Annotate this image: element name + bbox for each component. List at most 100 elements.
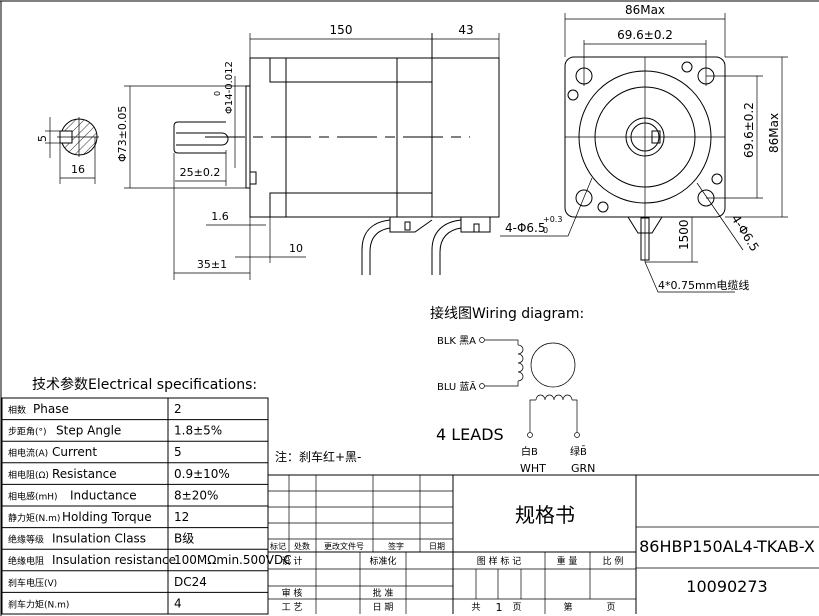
coil-b bbox=[535, 394, 573, 401]
lead-b-bar-label: 绿B̄ bbox=[570, 445, 587, 458]
review-label: 审 核 bbox=[282, 587, 303, 599]
spec-value: 0.9±10% bbox=[174, 467, 230, 481]
shaft-section: 5 16 bbox=[36, 117, 99, 184]
spec-value: 4 bbox=[174, 596, 182, 610]
spec-label-cn: 绝缘电阻 bbox=[8, 555, 44, 567]
spec-label-cn: 相电流(A) bbox=[8, 447, 48, 459]
mount-hole bbox=[575, 189, 593, 207]
screw bbox=[597, 201, 609, 213]
spec-label-en: Holding Torque bbox=[62, 510, 152, 524]
body-step-bottom bbox=[269, 192, 432, 217]
page-label: 页 bbox=[512, 602, 521, 613]
spec-title: 技术参数Electrical specifications: bbox=[32, 376, 257, 393]
dim-shaft-diameter: Φ14-0.012 bbox=[224, 61, 235, 114]
dim-brake-length: 43 bbox=[458, 23, 473, 37]
spec-label-en: Current bbox=[52, 445, 97, 459]
mount-holes-label: 4-Φ6.5 bbox=[505, 221, 546, 235]
cable bbox=[369, 227, 391, 275]
cable bbox=[361, 219, 391, 275]
title-block: 注：刹车红+黑- 标记 处数 更改文件号 签字 日期 设 计 标准化 审 核 批… bbox=[267, 440, 819, 614]
spec-value: 100MΩmin.500VDC bbox=[174, 553, 292, 567]
spec-value: 12 bbox=[174, 510, 189, 524]
process-label: 工 艺 bbox=[282, 602, 303, 613]
coil-a bbox=[517, 344, 524, 382]
mount-holes-tol-upper: +0.3 bbox=[543, 215, 562, 224]
dim-shaft-tolerance: 0 bbox=[213, 91, 222, 96]
leader bbox=[696, 182, 744, 251]
spec-value: 1.8±5% bbox=[174, 424, 222, 438]
connector bbox=[389, 217, 433, 233]
dim-pilot-diameter: Φ73±0.05 bbox=[116, 106, 129, 162]
leads-count: 4 LEADS bbox=[436, 425, 504, 444]
dim-body-length: 150 bbox=[330, 23, 353, 37]
model-number: 86HBP150AL4-TKAB-X bbox=[639, 537, 815, 556]
rev-header-date: 日期 bbox=[429, 542, 445, 551]
lead-a-label: BLK 黑A bbox=[437, 335, 476, 347]
mount-holes-right-label: 4-Φ6.5 bbox=[728, 212, 761, 254]
dim-key-length: 25±0.2 bbox=[180, 166, 221, 179]
spec-label-cn: 相数 bbox=[8, 404, 26, 416]
shaft bbox=[173, 121, 226, 154]
spec-label-cn: 步距角(°) bbox=[8, 426, 47, 438]
cable bbox=[431, 219, 462, 275]
section-key-width: 5 bbox=[36, 135, 49, 142]
rev-header-doc: 更改文件号 bbox=[324, 541, 364, 551]
note: 注：刹车红+黑- bbox=[275, 449, 361, 464]
mount-holes-tol-lower: 0 bbox=[543, 226, 548, 235]
side-view: 150 43 Φ73±0.05 Φ14-0.012 0 25±0.2 1.6 1… bbox=[116, 23, 500, 280]
approve-label: 批 准 bbox=[373, 587, 394, 599]
dim-hole-spacing-h: 69.6±0.2 bbox=[617, 28, 673, 42]
dim-overall-width: 86Max bbox=[625, 3, 665, 17]
rev-header-sign: 签字 bbox=[388, 541, 404, 551]
cable-length: 1500 bbox=[677, 219, 691, 250]
weight-label: 重 量 bbox=[557, 555, 578, 567]
date-label: 日 期 bbox=[373, 602, 394, 613]
dim-flange-depth: 10 bbox=[289, 242, 303, 255]
flange-pilot bbox=[245, 85, 251, 189]
leader bbox=[644, 261, 735, 293]
spec-label-cn: 绝缘等级 bbox=[8, 534, 44, 546]
dim-flange-thickness: 1.6 bbox=[211, 210, 229, 223]
doc-title: 规格书 bbox=[515, 503, 575, 527]
standardization-label: 标准化 bbox=[369, 555, 396, 567]
connector-pin bbox=[404, 221, 411, 231]
spec-label-en: Resistance bbox=[52, 467, 117, 481]
spec-label-en: Phase bbox=[33, 402, 69, 416]
spec-value: 2 bbox=[174, 402, 182, 416]
flange-tab bbox=[249, 171, 257, 185]
rev-header-mark: 标记 bbox=[270, 541, 286, 551]
spec-label-en: Insulation resistance bbox=[52, 553, 176, 567]
dim-hole-spacing-v: 69.6±0.2 bbox=[742, 102, 756, 158]
spec-value: B级 bbox=[174, 532, 194, 546]
dim-overall-height: 86Max bbox=[767, 113, 781, 153]
total-label: 共 bbox=[471, 602, 480, 613]
lead-b-en: WHT bbox=[520, 462, 546, 475]
rotor-symbol bbox=[530, 342, 576, 388]
spec-label-cn: 静力矩(N.m) bbox=[8, 512, 60, 524]
spec-table: 技术参数Electrical specifications: 相数 Phase 2 步… bbox=[1, 376, 292, 615]
spec-label-cn: 刹车电压(V) bbox=[8, 577, 57, 589]
lead-b-label: 白B bbox=[521, 445, 538, 458]
spec-value: 5 bbox=[174, 445, 182, 459]
drawing-number: 10090273 bbox=[686, 577, 767, 596]
cable-spec: 4*0.75mm电缆线 bbox=[658, 278, 749, 292]
lead-a-bar-label: BLU 蓝Ā bbox=[437, 380, 476, 393]
shaft-key bbox=[176, 132, 229, 146]
section-key-depth: 16 bbox=[71, 163, 85, 176]
screw bbox=[681, 61, 693, 73]
cable bbox=[439, 227, 462, 275]
spec-value: DC24 bbox=[174, 575, 207, 589]
design-label: 设 计 bbox=[282, 555, 303, 567]
wiring-diagram: 接线图Wiring diagram: BLK 黑A BLU 蓝Ā 4 LEADS… bbox=[430, 305, 595, 475]
spec-label-cn: 相电感(mH) bbox=[8, 490, 58, 502]
spec-label-en: Insulation Class bbox=[52, 532, 146, 546]
screw bbox=[711, 173, 723, 185]
spec-label-cn: 刹车力矩(N.m) bbox=[8, 598, 69, 610]
screw bbox=[567, 89, 579, 101]
wiring-title: 接线图Wiring diagram: bbox=[430, 305, 584, 322]
rev-header-count: 处数 bbox=[294, 541, 310, 551]
spec-label-cn: 相电阻(Ω) bbox=[8, 469, 49, 481]
scale-label: 比 例 bbox=[603, 555, 624, 567]
